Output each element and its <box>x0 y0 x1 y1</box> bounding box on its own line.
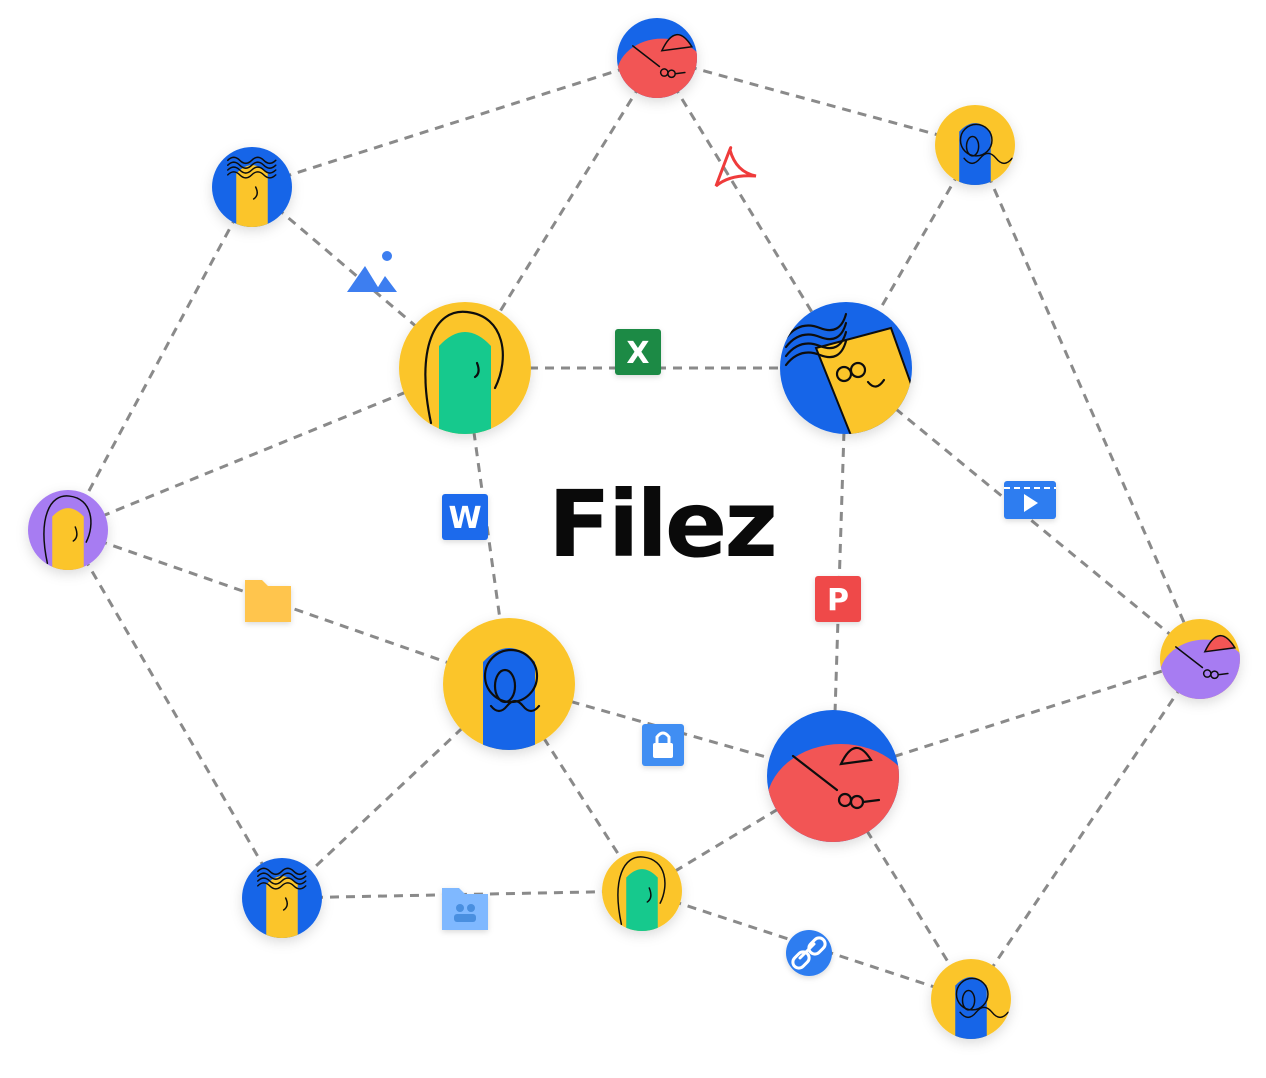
avatar-hub-bottom[interactable] <box>766 710 916 868</box>
connection-line <box>656 56 976 147</box>
image-icon[interactable] <box>347 251 397 292</box>
lock-icon[interactable] <box>642 724 684 766</box>
excel-icon[interactable]: X <box>615 329 661 375</box>
shared-folder-icon[interactable] <box>442 888 488 930</box>
avatar-hub-right[interactable] <box>780 302 916 448</box>
video-icon[interactable] <box>1004 481 1056 519</box>
excel-letter: X <box>626 336 649 371</box>
word-letter: W <box>448 501 481 536</box>
file-type-icons: X W P <box>245 146 1056 976</box>
link-icon[interactable] <box>786 930 832 976</box>
avatar-far-left[interactable] <box>28 490 108 578</box>
connection-line <box>67 528 510 686</box>
avatar-upper-left[interactable] <box>212 147 292 235</box>
brand-logo-text: Filez <box>548 471 778 578</box>
word-icon[interactable]: W <box>442 494 488 540</box>
powerpoint-letter: P <box>827 583 849 618</box>
connection-line <box>251 56 658 189</box>
connection-line <box>973 144 1202 660</box>
powerpoint-icon[interactable]: P <box>815 576 861 622</box>
connection-line <box>655 57 848 369</box>
user-avatars <box>28 18 1240 1047</box>
connection-line <box>66 186 254 531</box>
connection-line <box>641 889 972 1001</box>
folder-icon[interactable] <box>245 580 291 622</box>
avatar-lower-left[interactable] <box>242 858 322 946</box>
avatar-upper-right[interactable] <box>935 105 1015 193</box>
connection-line <box>67 366 466 532</box>
connection-line <box>831 367 848 777</box>
avatar-lower-mid[interactable] <box>602 851 682 939</box>
avatar-hub-left[interactable] <box>399 302 531 448</box>
pdf-icon[interactable] <box>714 146 757 188</box>
connection-line <box>969 658 1202 1000</box>
avatar-mid-center[interactable] <box>443 618 575 764</box>
connection-line <box>831 775 973 1000</box>
avatar-lower-right[interactable] <box>931 959 1011 1047</box>
connection-line <box>463 57 659 369</box>
connection-line <box>66 529 284 899</box>
